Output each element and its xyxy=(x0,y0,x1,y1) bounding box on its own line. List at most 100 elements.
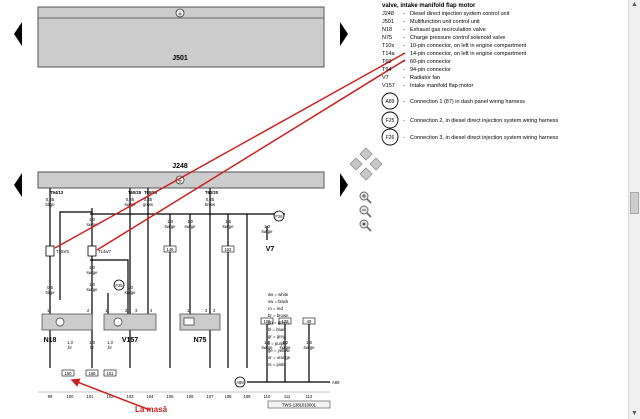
connection-a89-icon xyxy=(234,376,246,388)
prev-page-arrow-icon[interactable] xyxy=(14,22,22,46)
ref-168: 168 xyxy=(89,371,97,376)
svg-text:0,5: 0,5 xyxy=(47,285,53,290)
svg-text:T94-94-pin connector: T94-94-pin connector xyxy=(382,67,451,73)
svg-text:V7-Radiator fan: V7-Radiator fan xyxy=(382,75,440,81)
scroll-down-icon[interactable]: ▼ xyxy=(631,410,638,417)
scrollbar-thumb[interactable] xyxy=(630,192,639,214)
svg-text:A89: A89 xyxy=(386,99,395,105)
svg-text:101: 101 xyxy=(87,394,95,399)
connection-f25-icon xyxy=(381,111,399,129)
svg-text:103: 103 xyxy=(127,394,135,399)
component-v7-label: V7 xyxy=(266,246,275,253)
pin-t60-50: T60/50 xyxy=(144,190,158,195)
svg-text:1,0: 1,0 xyxy=(187,219,193,224)
component-n18 xyxy=(41,313,93,331)
ref-40: 40 xyxy=(307,319,312,324)
svg-text:0,35: 0,35 xyxy=(126,197,135,202)
zoom-out-icon[interactable] xyxy=(359,205,372,218)
svg-text:F25: F25 xyxy=(386,118,395,124)
svg-text:1,5: 1,5 xyxy=(225,219,231,224)
svg-text:1,0: 1,0 xyxy=(89,265,95,270)
next-page-arrow-icon[interactable] xyxy=(340,22,348,46)
svg-text:gr = grey: gr = grey xyxy=(268,334,286,339)
svg-text:J501-Multifunction unit contro: J501-Multifunction unit control unit xyxy=(382,19,480,25)
svg-text:1,0: 1,0 xyxy=(67,340,73,345)
connector-t14a-7-label: T14a/7 xyxy=(98,249,112,254)
svg-text:sw = black: sw = black xyxy=(268,299,289,304)
svg-text:-: - xyxy=(403,99,405,105)
svg-text:T60-60-pin connector: T60-60-pin connector xyxy=(382,59,451,65)
document-code: TWS-1381010001 xyxy=(282,403,317,408)
svg-text:112: 112 xyxy=(306,394,313,399)
svg-text:3: 3 xyxy=(135,308,138,313)
svg-text:1,0: 1,0 xyxy=(89,340,95,345)
svg-text:4: 4 xyxy=(150,308,153,313)
svg-text:1,0: 1,0 xyxy=(282,340,288,345)
annotation-lines xyxy=(54,52,406,411)
zoom-in-icon[interactable] xyxy=(359,191,372,204)
vertical-scrollbar[interactable]: ▲ ▼ xyxy=(628,0,640,419)
svg-text:sw/ge: sw/ge xyxy=(87,222,99,227)
j248-label: J248 xyxy=(172,163,188,170)
svg-text:F26: F26 xyxy=(386,135,395,141)
ref-172: 172 xyxy=(282,319,290,324)
legend-heading: valve, intake manifold flap motor xyxy=(382,3,476,9)
svg-text:bl = blue: bl = blue xyxy=(268,327,285,332)
svg-text:sw/ge: sw/ge xyxy=(125,202,137,207)
svg-text:1,0: 1,0 xyxy=(306,340,312,345)
svg-text:sw/ge: sw/ge xyxy=(223,224,235,229)
svg-text:3: 3 xyxy=(205,308,208,313)
pin-t60-20: T60/20 xyxy=(205,190,219,195)
svg-text:V157-Intake manifold flap moto: V157-Intake manifold flap motor xyxy=(382,83,473,89)
next-page-arrow-lower-icon[interactable] xyxy=(340,173,348,197)
pan-control-icon[interactable] xyxy=(349,147,383,181)
wire-labels: 0,35 bl/ge 1,0 sw/ge 0,35 sw/ge 0,35 gr/… xyxy=(45,197,315,350)
svg-text:T14a-14-pin connector, on left: T14a-14-pin connector, on left in engine… xyxy=(382,51,527,57)
pin-t60-25: T60/25 xyxy=(128,190,142,195)
zoom-fit-icon[interactable] xyxy=(359,219,372,232)
svg-text:gr/ws: gr/ws xyxy=(143,202,153,207)
component-n75-label: N75 xyxy=(194,337,207,344)
ref-150: 150 xyxy=(65,371,73,376)
connector-t14a-7 xyxy=(87,245,97,257)
svg-text:100: 100 xyxy=(67,394,75,399)
svg-text:1,0: 1,0 xyxy=(127,285,133,290)
ref-152: 152 xyxy=(225,247,233,252)
component-v157-label: V157 xyxy=(122,337,138,344)
svg-text:2: 2 xyxy=(125,308,128,313)
svg-text:T10x-10-pin connector, on left: T10x-10-pin connector, on left in engine… xyxy=(382,43,527,49)
connection-f25-label: F25 xyxy=(115,283,123,288)
svg-text:1,0: 1,0 xyxy=(107,340,113,345)
connection-a89-label: A89 xyxy=(236,380,244,385)
svg-text:N18-Exhaust gas recirculation: N18-Exhaust gas recirculation valve xyxy=(382,27,486,33)
prev-page-arrow-lower-icon[interactable] xyxy=(14,173,22,197)
svg-text:1,0: 1,0 xyxy=(167,219,173,224)
svg-text:ge = yellow: ge = yellow xyxy=(268,348,291,353)
svg-text:109: 109 xyxy=(244,394,252,399)
svg-text:Connection 3, in diesel direct: Connection 3, in diesel direct injection… xyxy=(410,135,559,141)
svg-text:or = orange: or = orange xyxy=(268,355,291,360)
svg-text:106: 106 xyxy=(187,394,195,399)
svg-text:ro = red: ro = red xyxy=(268,306,284,311)
svg-text:2: 2 xyxy=(87,308,90,313)
svg-text:0,35: 0,35 xyxy=(206,197,215,202)
legend-connection-f26: F26 - Connection 3, in diesel direct inj… xyxy=(381,128,559,146)
j501-label: J501 xyxy=(172,55,188,62)
connection-f25-icon xyxy=(113,279,125,291)
scroll-up-icon[interactable]: ▲ xyxy=(631,1,638,8)
svg-text:sw/ge: sw/ge xyxy=(262,229,274,234)
svg-text:-: - xyxy=(403,135,405,141)
svg-text:Connection 1 (87) in dash pane: Connection 1 (87) in dash panel wiring h… xyxy=(410,99,525,105)
component-v157 xyxy=(103,313,157,331)
svg-text:br: br xyxy=(90,345,94,350)
svg-text:99: 99 xyxy=(48,394,53,399)
legend-list: J248-Diesel direct injection system cont… xyxy=(382,11,527,89)
svg-text:sw/ge: sw/ge xyxy=(125,290,137,295)
connection-a89-icon xyxy=(381,92,399,110)
svg-text:104: 104 xyxy=(147,394,155,399)
ground-symbol: ⏚ xyxy=(177,178,183,185)
connection-f26-icon xyxy=(273,210,285,222)
svg-text:br: br xyxy=(68,345,72,350)
ground-annotation: La masă xyxy=(135,405,168,414)
motor-icon xyxy=(113,317,123,327)
